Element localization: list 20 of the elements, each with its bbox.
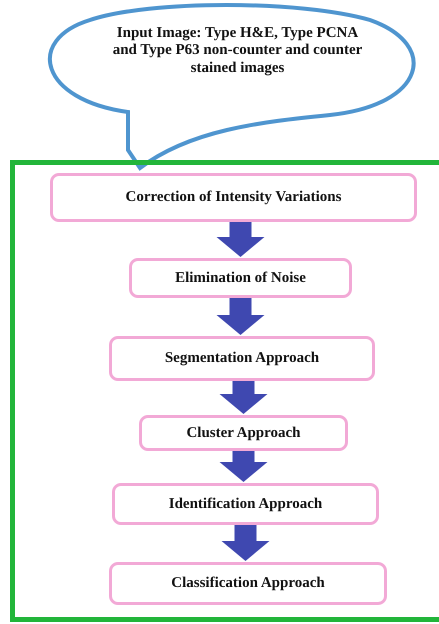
block-arrow	[216, 222, 264, 257]
process-box	[50, 173, 417, 222]
frame-box	[10, 160, 439, 622]
bubble-text: Input Image: Type H&E, Type PCNA and Type P63 non-counter and counter stained images	[112, 25, 364, 77]
process-box	[129, 258, 352, 298]
speech-bubble	[48, 3, 416, 170]
step-label: Elimination of Noise	[175, 270, 306, 286]
process-box	[112, 483, 379, 525]
step-label: Cluster Approach	[186, 424, 301, 442]
process-box	[109, 336, 375, 381]
process-box	[139, 415, 348, 451]
step-label: Correction of Intensity Variations	[126, 189, 342, 206]
block-arrow	[222, 525, 270, 561]
block-arrow	[220, 381, 268, 414]
step-label: Identification Approach	[168, 496, 322, 512]
step-label: Segmentation Approach	[164, 350, 320, 367]
process-box	[109, 562, 387, 605]
block-arrow	[220, 451, 268, 482]
block-arrow	[216, 298, 264, 335]
step-label: Classification Approach	[171, 575, 325, 592]
